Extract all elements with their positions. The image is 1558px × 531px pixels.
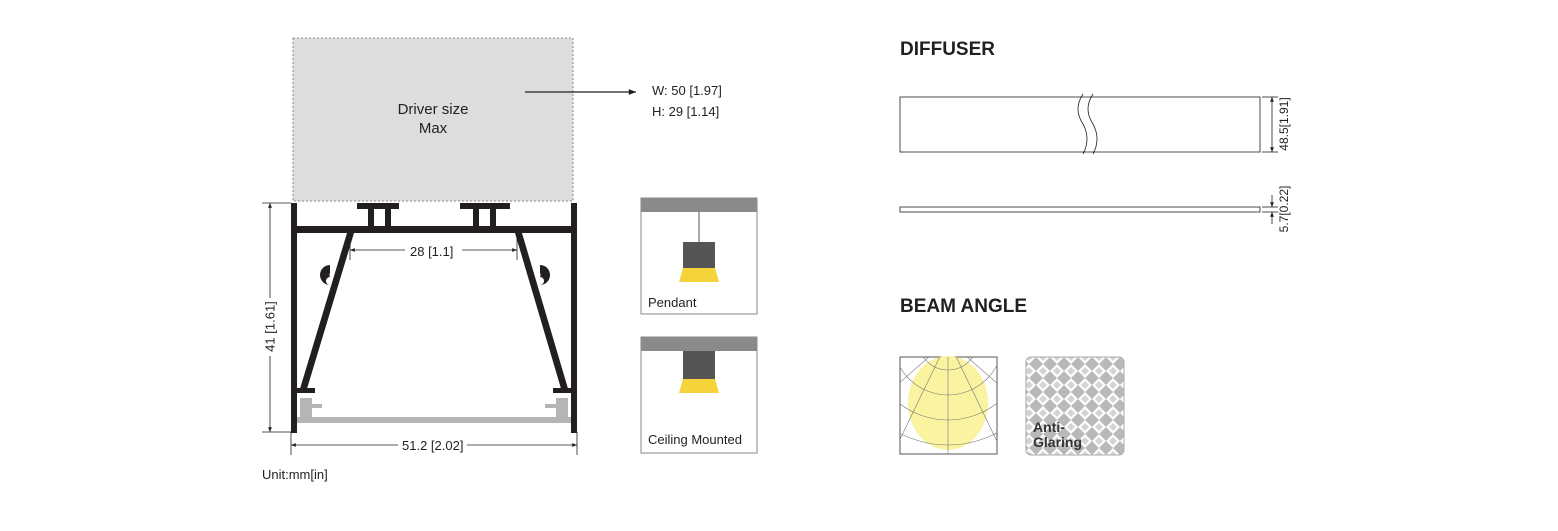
beam-angle-icon	[899, 356, 998, 455]
diffuser-drawing	[899, 93, 1278, 224]
pendant-label: Pendant	[648, 295, 697, 310]
profile-cross-section	[291, 203, 577, 433]
ceiling-mounted-label: Ceiling Mounted	[648, 432, 742, 447]
diffuser-thickness-dim: 5.7[0.22]	[1277, 185, 1291, 233]
pendant-icon	[640, 197, 758, 315]
driver-width: W: 50 [1.97]	[652, 83, 722, 98]
driver-box	[292, 37, 574, 202]
beam-angle-title: BEAM ANGLE	[900, 296, 1028, 317]
driver-label-line1: Driver size	[397, 101, 469, 118]
diffuser-width-dim: 48.5[1.91]	[1277, 97, 1291, 151]
inner-width-dim: 28 [1.1]	[410, 244, 454, 259]
width-dim: 51.2 [2.02]	[402, 438, 464, 453]
anti-glare-line2: Glaring	[1033, 434, 1083, 450]
anti-glare-icon	[1025, 356, 1125, 456]
lens	[297, 398, 571, 423]
height-dim: 41 [1.61]	[262, 301, 278, 352]
diffuser-title: DIFFUSER	[900, 39, 995, 60]
driver-label-line2: Max	[418, 120, 448, 137]
dimension-lines	[262, 202, 578, 455]
anti-glare-line1: Anti-	[1033, 419, 1065, 435]
driver-label: Driver size Max	[380, 100, 486, 138]
unit-label: Unit:mm[in]	[262, 467, 328, 482]
anti-glare-label: Anti- Glaring	[1033, 420, 1082, 450]
driver-height: H: 29 [1.14]	[652, 104, 720, 119]
ceiling-mounted-icon	[640, 336, 758, 454]
